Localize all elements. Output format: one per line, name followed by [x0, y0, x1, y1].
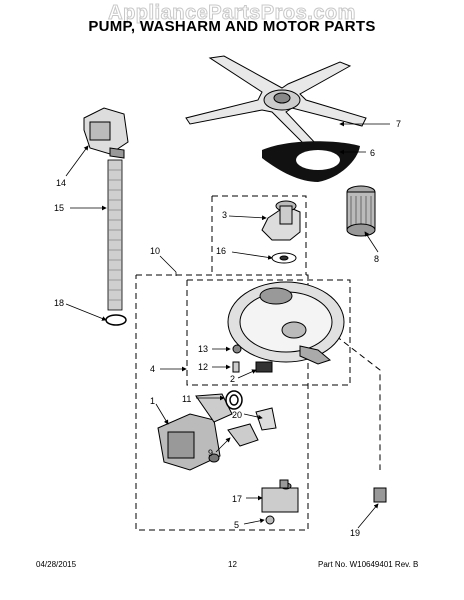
diverter-seal — [271, 252, 297, 264]
lower-spray-arm — [185, 55, 367, 149]
callout-18: 18 — [54, 298, 64, 308]
deflector-plate — [262, 141, 360, 182]
sump-assembly — [227, 281, 345, 365]
watermark-text: AppliancePartsPros.com — [108, 2, 356, 25]
callout-12: 12 — [198, 362, 208, 372]
callout-10: 10 — [150, 246, 160, 256]
grommet-part-13 — [232, 344, 242, 354]
drain-hose — [107, 159, 123, 311]
leader-lines — [65, 121, 390, 529]
callout-8: 8 — [374, 254, 379, 264]
callout-4: 4 — [150, 364, 155, 374]
pump-hose — [227, 407, 277, 447]
assembly-box-10 — [135, 274, 309, 531]
pump-seal — [225, 390, 243, 410]
callout-3: 3 — [222, 210, 227, 220]
callout-16: 16 — [216, 246, 226, 256]
drain-pump — [261, 479, 299, 525]
callout-labels: 7 6 8 3 16 10 14 15 18 13 12 2 4 1 11 20… — [54, 119, 401, 538]
callout-1: 1 — [150, 396, 155, 406]
assembly-box-3 — [211, 195, 307, 275]
callout-20: 20 — [232, 410, 242, 420]
callout-11: 11 — [182, 394, 191, 404]
callout-15: 15 — [54, 203, 64, 213]
callout-13: 13 — [198, 344, 208, 354]
callout-7: 7 — [396, 119, 401, 129]
filter-assembly — [346, 185, 376, 237]
diverter-valve — [261, 200, 301, 241]
sensor-part-2 — [255, 361, 273, 373]
callout-5: 5 — [234, 520, 239, 530]
callout-6: 6 — [370, 148, 375, 158]
screw-part-12 — [232, 361, 240, 373]
footer-date: 04/28/2015 — [36, 560, 77, 569]
top-motor-housing — [83, 107, 129, 159]
hose-clamp — [105, 314, 127, 326]
callout-9: 9 — [208, 448, 213, 458]
callout-17: 17 — [232, 494, 242, 504]
callout-14: 14 — [56, 178, 66, 188]
footer-page: 12 — [228, 560, 237, 569]
footer-part-number: Part No. W10649401 Rev. B — [318, 560, 419, 569]
callout-19: 19 — [350, 528, 360, 538]
page-title: PUMP, WASHARM AND MOTOR PARTS — [88, 18, 376, 35]
pump-motor — [157, 393, 233, 471]
callout-2: 2 — [230, 374, 235, 384]
wire-connector — [373, 487, 387, 503]
assembly-box-4 — [186, 279, 351, 386]
connector-19-line — [335, 335, 381, 470]
